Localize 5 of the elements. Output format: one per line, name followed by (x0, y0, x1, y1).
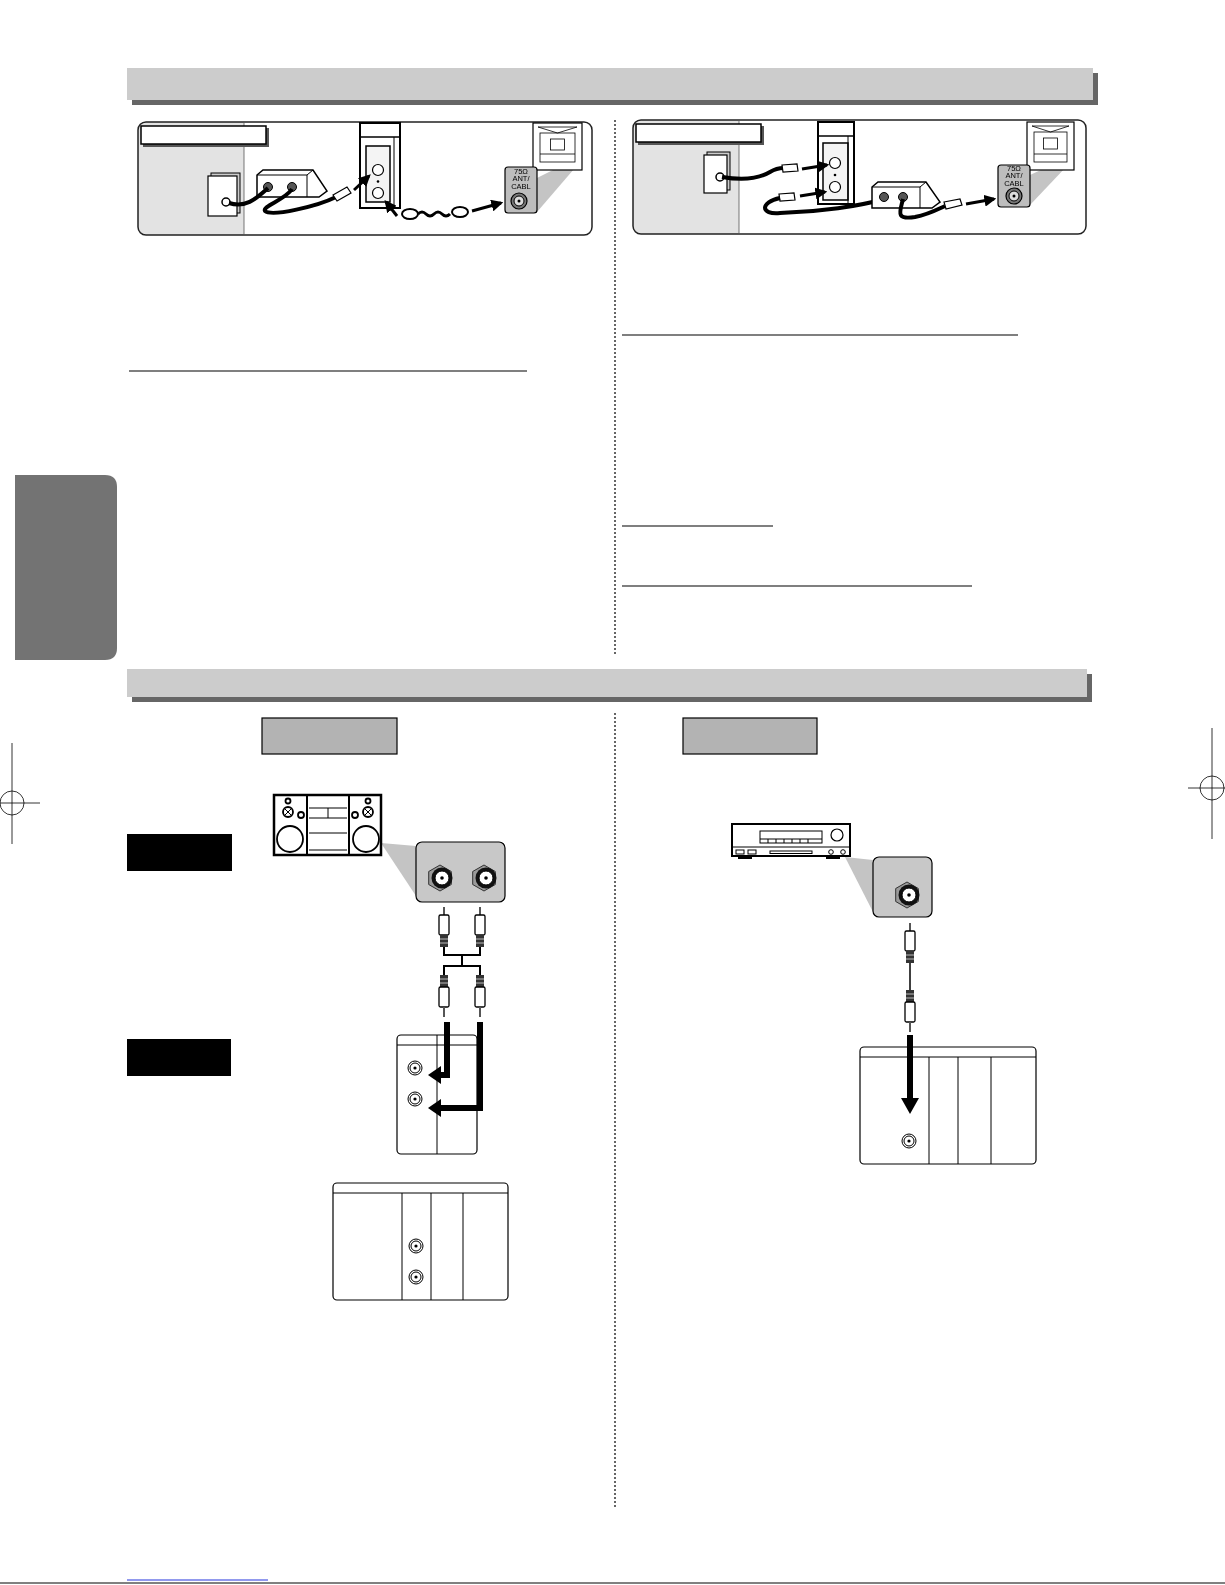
heading-block (127, 834, 232, 871)
side-tab (15, 475, 117, 660)
heading-block (127, 1039, 231, 1076)
heading-tag (682, 717, 818, 755)
heading-tag (261, 717, 398, 755)
